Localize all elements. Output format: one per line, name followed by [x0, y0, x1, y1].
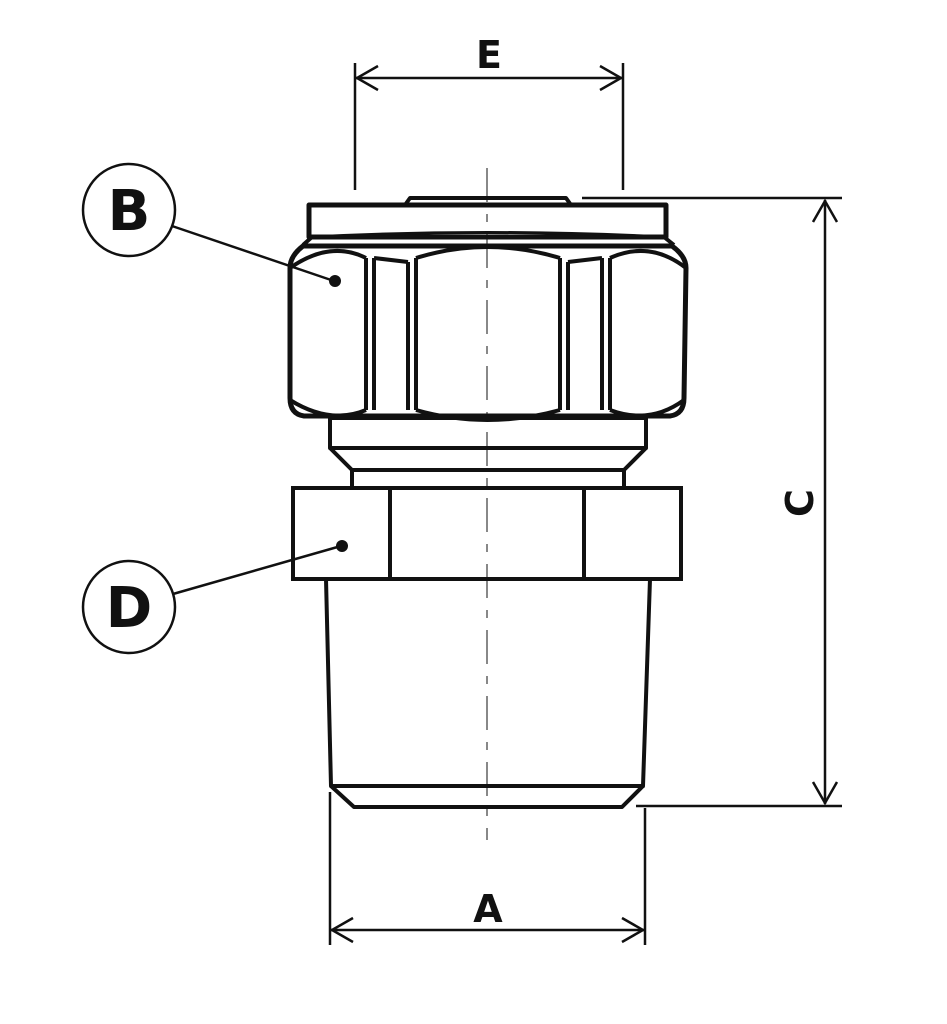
callout-b-label: B	[108, 179, 151, 244]
dimension-e	[353, 63, 625, 190]
dimension-a	[328, 792, 647, 945]
dimension-e-label: E	[476, 33, 502, 77]
fitting-neck	[328, 416, 648, 490]
dimension-a-label: A	[473, 887, 503, 931]
callout-b	[81, 162, 341, 287]
compression-nut	[287, 196, 689, 422]
dimension-c	[582, 196, 842, 808]
body-hex	[291, 486, 683, 581]
callout-d-label: D	[106, 576, 152, 641]
dimension-c-label: C	[778, 489, 822, 517]
male-thread	[324, 578, 652, 809]
callout-d	[81, 540, 348, 655]
